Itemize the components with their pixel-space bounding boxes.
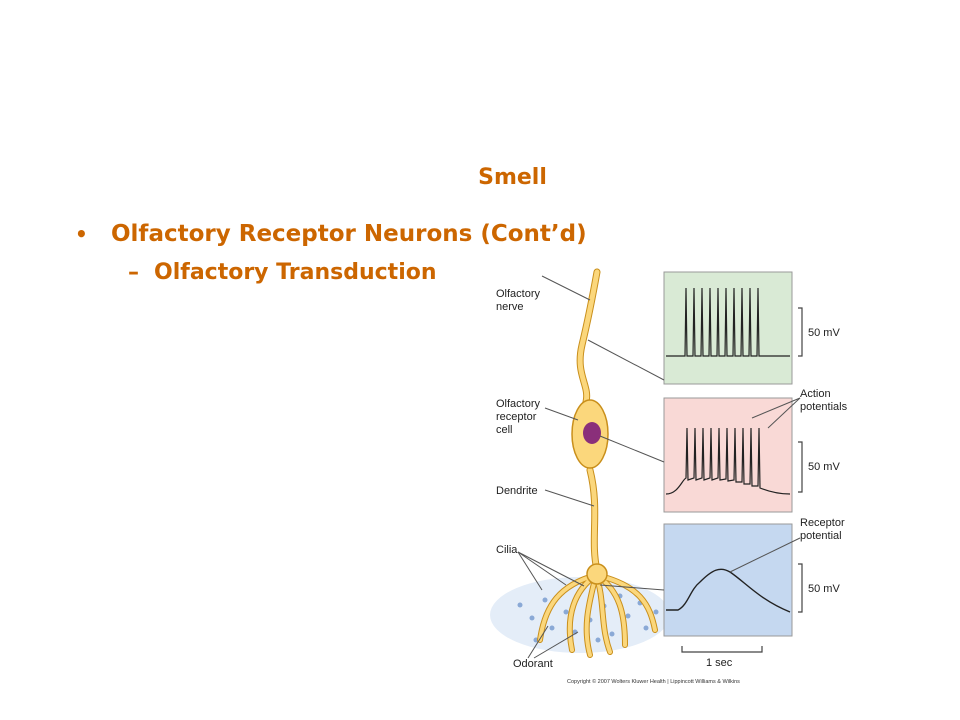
- slide-title: Smell: [478, 165, 547, 190]
- sub-bullet-item: – Olfactory Transduction: [128, 260, 437, 285]
- bullet-marker: •: [75, 222, 88, 246]
- copyright-text: Copyright © 2007 Wolters Kluwer Health |…: [567, 678, 740, 685]
- scale-label-middle: 50 mV: [808, 461, 840, 473]
- label-olfactory-receptor-cell: Olfactory receptor cell: [496, 398, 543, 436]
- axon: [577, 269, 600, 413]
- panel-cilia: [663, 523, 793, 637]
- label-cilia: Cilia: [496, 544, 518, 556]
- panel-nerve: [663, 271, 793, 385]
- scale-bars: [681, 307, 803, 653]
- receptor-cell-spike-trace: [665, 427, 791, 495]
- sub-bullet-text: Olfactory Transduction: [154, 260, 437, 285]
- leader-lines: [517, 275, 801, 659]
- sub-bullet-marker: –: [128, 260, 139, 285]
- time-scale-label: 1 sec: [706, 657, 733, 669]
- dendritic-knob: [586, 563, 608, 585]
- label-odorant: Odorant: [513, 658, 553, 670]
- bullet-item: • Olfactory Receptor Neurons (Cont’d): [75, 221, 587, 247]
- dendrite: [587, 467, 600, 573]
- scale-label-top: 50 mV: [808, 327, 840, 339]
- label-action-potentials: Action potentials: [800, 388, 848, 413]
- bullet-text: Olfactory Receptor Neurons (Cont’d): [111, 221, 587, 247]
- nucleus: [583, 422, 601, 444]
- nerve-action-potential-trace: [666, 287, 790, 357]
- scale-label-bottom: 50 mV: [808, 583, 840, 595]
- label-olfactory-nerve: Olfactory nerve: [496, 288, 543, 313]
- receptor-potential-trace: [666, 568, 791, 613]
- label-dendrite: Dendrite: [496, 485, 538, 497]
- label-receptor-potential: Receptor potential: [800, 517, 848, 542]
